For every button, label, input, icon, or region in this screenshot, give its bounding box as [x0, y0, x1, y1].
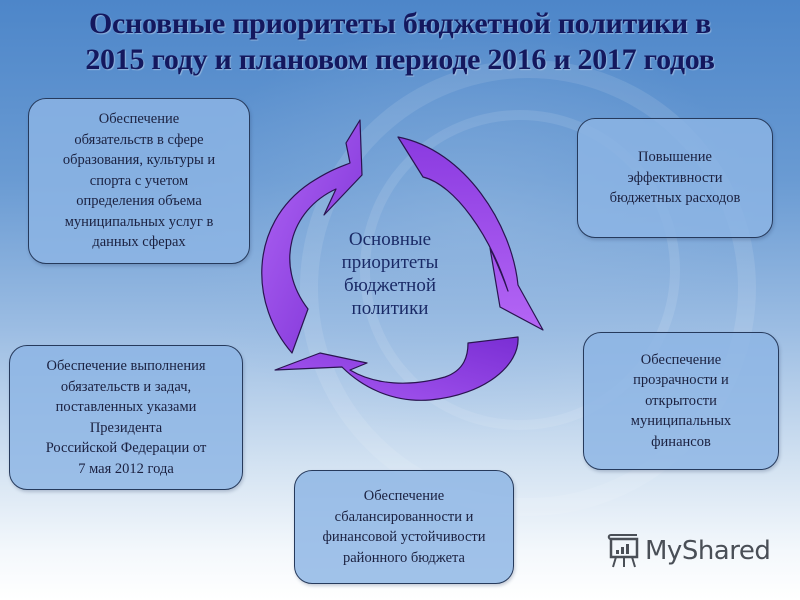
background-swirl [360, 110, 680, 430]
cycle-arrow-left [261, 119, 363, 354]
priority-box-text: Обеспечение сбалансированности и финансо… [322, 488, 486, 566]
title-line-2: 2015 году и плановом периоде 2016 и 2017… [85, 43, 715, 76]
cycle-center-label: Основные приоритеты бюджетной политики [341, 229, 439, 319]
priority-box-text: Обеспечение выполнения обязательств и за… [45, 358, 207, 477]
cycle-arrow-right [397, 136, 544, 331]
priority-box-transparency: Обеспечение прозрачности и открытости му… [583, 332, 779, 470]
cycle-arrows-diagram [261, 119, 544, 401]
priority-box-text: Обеспечение обязательств в сфере образов… [62, 111, 216, 251]
priority-box-education-culture-sport: Обеспечение обязательств в сфере образов… [28, 98, 250, 264]
priority-box-text: Обеспечение прозрачности и открытости му… [630, 351, 732, 450]
priority-box-budget-balance: Обеспечение сбалансированности и финансо… [294, 470, 514, 584]
priority-box-text: Повышение эффективности бюджетных расход… [609, 149, 741, 207]
presentation-board-icon [607, 534, 639, 568]
watermark: MyShared [607, 533, 771, 569]
slide-title: Основные приоритеты бюджетной политики в… [0, 6, 800, 78]
cycle-arrow-bottom [274, 336, 519, 401]
watermark-text: MyShared [645, 536, 771, 566]
priority-box-spending-efficiency: Повышение эффективности бюджетных расход… [577, 118, 773, 238]
title-line-1: Основные приоритеты бюджетной политики в [88, 7, 711, 40]
priority-box-presidential-decrees: Обеспечение выполнения обязательств и за… [9, 345, 243, 490]
